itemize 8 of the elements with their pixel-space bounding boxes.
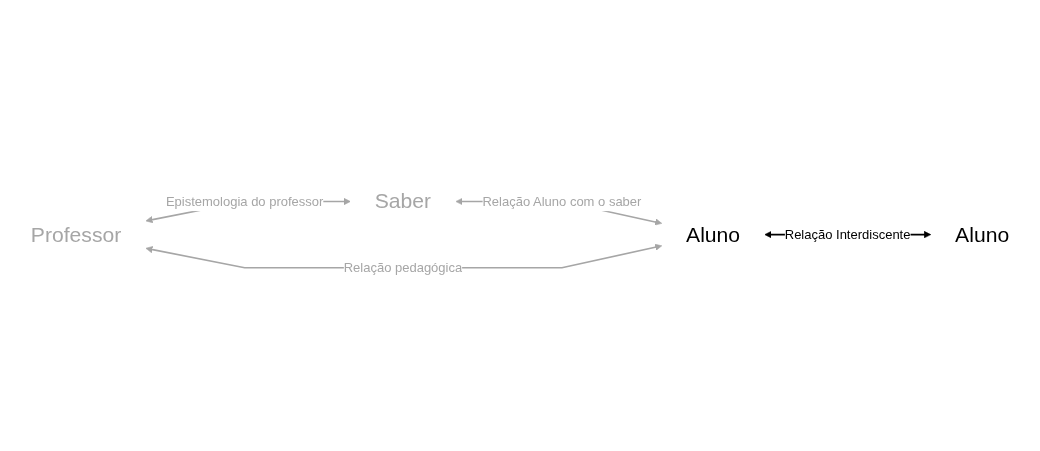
node-text: Saber xyxy=(374,188,432,214)
node-text: Professor xyxy=(30,222,122,247)
edge-label: Relação pedagógica xyxy=(343,260,463,275)
node-text: Aluno xyxy=(955,222,1010,247)
edge-label: Relação Aluno com o saber xyxy=(482,194,642,209)
edge-label: Epistemologia do professor xyxy=(165,194,324,209)
node-text: Aluno xyxy=(686,222,741,247)
edge-label: Relação Interdiscente xyxy=(784,227,911,242)
